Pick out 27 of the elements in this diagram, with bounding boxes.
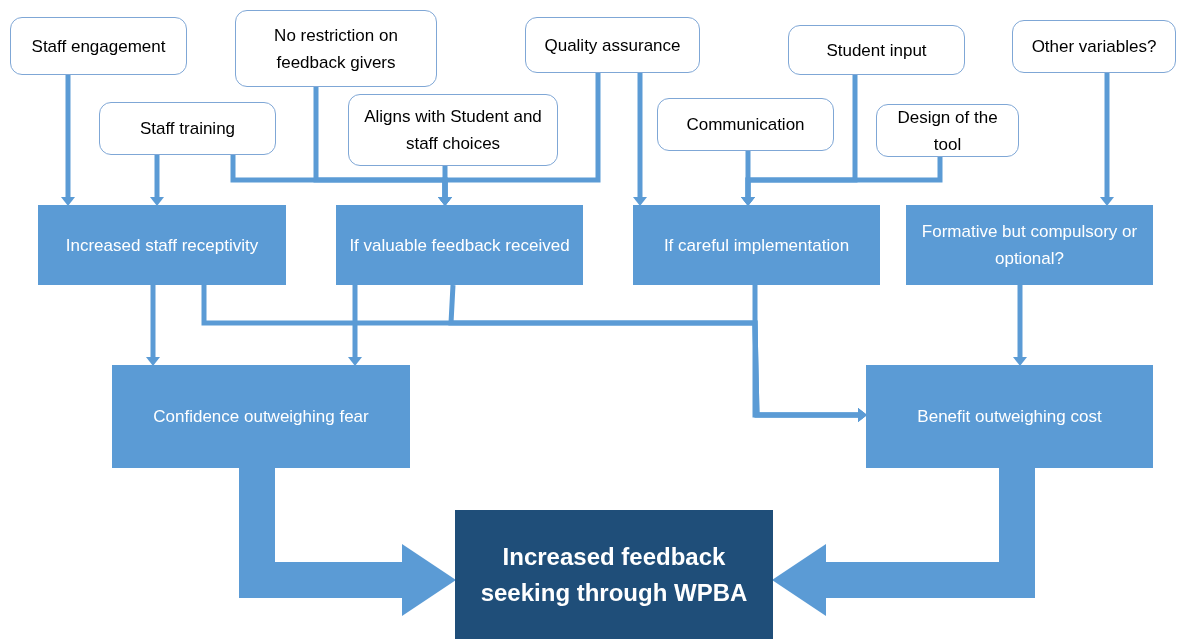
input-box: No restriction on feedback givers	[235, 10, 437, 87]
arrow	[1013, 285, 1027, 366]
input-box: Staff engagement	[10, 17, 187, 75]
arrow	[438, 73, 601, 206]
input-box: Other variables?	[1012, 20, 1176, 73]
arrow	[1100, 73, 1114, 206]
arrow	[61, 75, 75, 206]
input-box: Design of the tool	[876, 104, 1019, 157]
arrow	[752, 285, 867, 422]
process-box: Benefit outweighing cost	[866, 365, 1153, 468]
process-box: If valuable feedback received	[336, 205, 583, 285]
arrow	[772, 468, 1035, 616]
process-box: Increased staff receptivity	[38, 205, 286, 285]
arrow	[633, 73, 647, 206]
process-box: Formative but compulsory or optional?	[906, 205, 1153, 285]
process-box: If careful implementation	[633, 205, 880, 285]
arrow	[741, 157, 943, 206]
input-box: Communication	[657, 98, 834, 151]
input-box: Staff training	[99, 102, 276, 155]
arrow	[150, 155, 164, 206]
input-box: Aligns with Student and staff choices	[348, 94, 558, 166]
arrow	[146, 285, 160, 366]
input-box: Quality assurance	[525, 17, 700, 73]
outcome-box: Increased feedback seeking through WPBA	[455, 510, 773, 639]
input-box: Student input	[788, 25, 965, 75]
arrow	[348, 285, 362, 366]
process-box: Confidence outweighing fear	[112, 365, 410, 468]
